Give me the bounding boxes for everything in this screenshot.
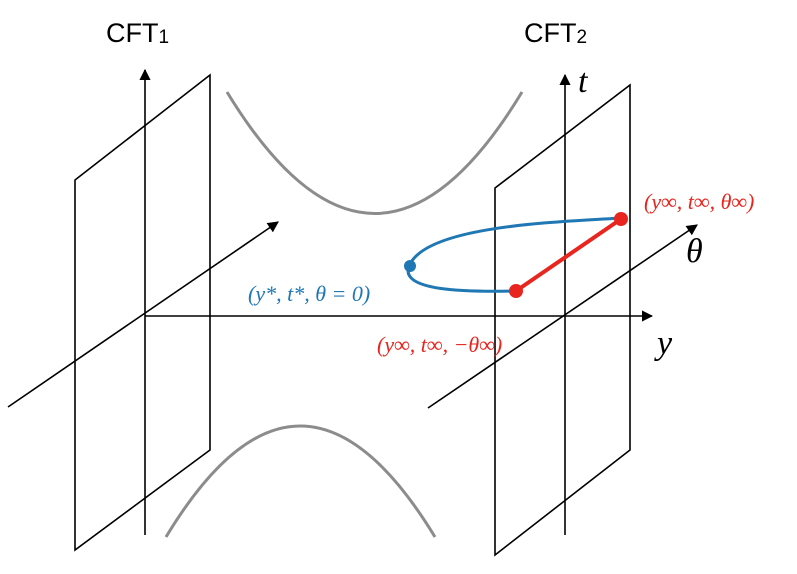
geodesic-curve: [406, 216, 622, 293]
upper-horizon: [225, 91, 524, 215]
endpoint-plus-dot: [614, 212, 628, 226]
endpoint-segment: [514, 217, 623, 293]
cft2-boundary: [494, 73, 631, 557]
cft1-subscript: 1: [158, 27, 169, 48]
endpoint-plus-label: (y∞, t∞, θ∞): [644, 189, 754, 214]
cft1-boundary: [74, 68, 211, 552]
endpoint-minus-label: (y∞, t∞, −θ∞): [377, 332, 502, 357]
theta-axis-label: θ: [686, 233, 703, 270]
endpoint-minus-dot: [509, 284, 523, 298]
cft2-label: CFT2: [524, 18, 587, 48]
cft1-plane: [74, 73, 211, 552]
turning-point-label: (y*, t*, θ = 0): [248, 281, 370, 306]
cft2-plane: [494, 83, 631, 557]
turning-point-dot: [404, 260, 416, 272]
t-axis-label: t: [578, 63, 589, 100]
y-axis-label: y: [654, 325, 673, 362]
left-theta-axis: [7, 221, 279, 408]
lower-horizon: [164, 424, 437, 538]
cft2-subscript: 2: [576, 27, 587, 48]
cft1-label: CFT1: [106, 18, 169, 48]
